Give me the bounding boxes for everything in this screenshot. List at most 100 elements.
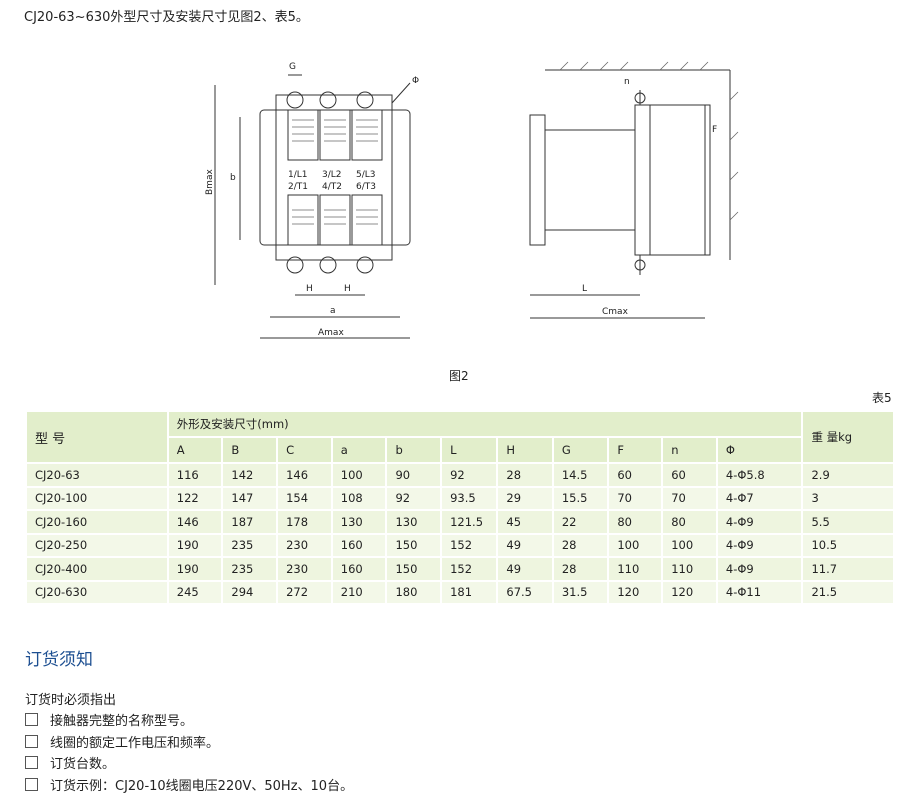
column-header: L — [440, 436, 499, 464]
dim-L: L — [582, 284, 587, 294]
table-cell: 2.9 — [801, 462, 895, 488]
dim-H1: H — [306, 284, 313, 294]
table-cell: 181 — [440, 579, 499, 605]
table-cell: 49 — [496, 532, 554, 558]
dim-Bmax: Bmax — [205, 169, 215, 195]
order-item-text: 订货示例：CJ20-10线圈电压220V、50Hz、10台。 — [50, 779, 354, 794]
weight-header: 重 量kg — [801, 410, 895, 464]
table-cell: 29 — [496, 485, 554, 511]
order-item: 订货台数。 — [25, 753, 115, 772]
column-header: G — [551, 436, 610, 464]
checkbox-icon — [25, 778, 38, 791]
table-cell: 28 — [496, 462, 554, 488]
table-cell: 5.5 — [801, 509, 895, 535]
table-cell: 108 — [330, 485, 388, 511]
table-cell: 92 — [385, 485, 443, 511]
table-cell: 187 — [221, 509, 279, 535]
table-cell: 15.5 — [551, 485, 610, 511]
table-cell: 150 — [385, 556, 443, 582]
table-cell: 3 — [801, 485, 895, 511]
table-cell: 122 — [166, 485, 224, 511]
model-header: 型 号 — [25, 410, 169, 464]
table-cell: 154 — [276, 485, 333, 511]
table-cell: 100 — [607, 532, 664, 558]
table-cell: 28 — [551, 556, 610, 582]
table-cell: 121.5 — [440, 509, 499, 535]
table-cell: 178 — [276, 509, 333, 535]
table-cell: CJ20-400 — [25, 556, 169, 582]
table-cell: 142 — [221, 462, 279, 488]
order-item: 线圈的额定工作电压和频率。 — [25, 732, 219, 751]
table-cell: 4-Φ5.8 — [715, 462, 804, 488]
table-cell: 190 — [166, 532, 224, 558]
table-cell: 70 — [607, 485, 664, 511]
order-item-text: 接触器完整的名称型号。 — [50, 714, 194, 729]
table-cell: 21.5 — [801, 579, 895, 605]
table-caption: 表5 — [872, 391, 892, 405]
dim-G: G — [289, 62, 296, 72]
column-header: H — [496, 436, 554, 464]
table-cell: 4-Φ7 — [715, 485, 804, 511]
table-cell: 146 — [276, 462, 333, 488]
table-cell: 230 — [276, 556, 333, 582]
table-cell: 272 — [276, 579, 333, 605]
order-item-text: 线圈的额定工作电压和频率。 — [50, 736, 220, 751]
table-cell: 14.5 — [551, 462, 610, 488]
table-cell: 10.5 — [801, 532, 895, 558]
table-cell: 160 — [330, 556, 388, 582]
order-item-text: 订货台数。 — [50, 757, 116, 772]
intro-text: CJ20-63~630外型尺寸及安装尺寸见图2、表5。 — [24, 10, 309, 25]
table-cell: 49 — [496, 556, 554, 582]
column-header: B — [221, 436, 279, 464]
dim-b: b — [230, 173, 236, 183]
table-cell: 130 — [385, 509, 443, 535]
checkbox-icon — [25, 756, 38, 769]
table-cell: 116 — [166, 462, 224, 488]
column-header: A — [166, 436, 224, 464]
table-cell: 120 — [661, 579, 718, 605]
dim-Amax: Amax — [318, 328, 344, 338]
table-cell: 147 — [221, 485, 279, 511]
table-cell: 245 — [166, 579, 224, 605]
table-cell: 100 — [330, 462, 388, 488]
table-cell: 110 — [607, 556, 664, 582]
column-header: F — [607, 436, 664, 464]
table-cell: 130 — [330, 509, 388, 535]
table-cell: 120 — [607, 579, 664, 605]
table-cell: 235 — [221, 532, 279, 558]
table-cell: 90 — [385, 462, 443, 488]
table-cell: 80 — [661, 509, 718, 535]
column-header: b — [385, 436, 443, 464]
order-lead: 订货时必须指出 — [25, 693, 117, 708]
table-cell: 4-Φ9 — [715, 509, 804, 535]
dim-F: F — [712, 125, 717, 135]
terminal-2: 2/T1 — [288, 182, 308, 192]
terminal-4: 4/T2 — [322, 182, 342, 192]
table-cell: 60 — [661, 462, 718, 488]
table-cell: 190 — [166, 556, 224, 582]
table-cell: 100 — [661, 532, 718, 558]
table-cell: CJ20-100 — [25, 485, 169, 511]
table-cell: 67.5 — [496, 579, 554, 605]
table-cell: 4-Φ9 — [715, 532, 804, 558]
table-cell: 146 — [166, 509, 224, 535]
table-cell: 60 — [607, 462, 664, 488]
column-header: n — [661, 436, 718, 464]
table-cell: 31.5 — [551, 579, 610, 605]
table-cell: 45 — [496, 509, 554, 535]
order-section-title: 订货须知 — [25, 650, 93, 670]
table-cell: 22 — [551, 509, 610, 535]
column-header: a — [330, 436, 388, 464]
dims-header: 外形及安装尺寸(mm) — [166, 410, 804, 438]
order-item: 订货示例：CJ20-10线圈电压220V、50Hz、10台。 — [25, 775, 353, 794]
dim-n: n — [624, 77, 630, 87]
figure-caption: 图2 — [449, 369, 469, 383]
table-cell: 4-Φ9 — [715, 556, 804, 582]
table-cell: 210 — [330, 579, 388, 605]
